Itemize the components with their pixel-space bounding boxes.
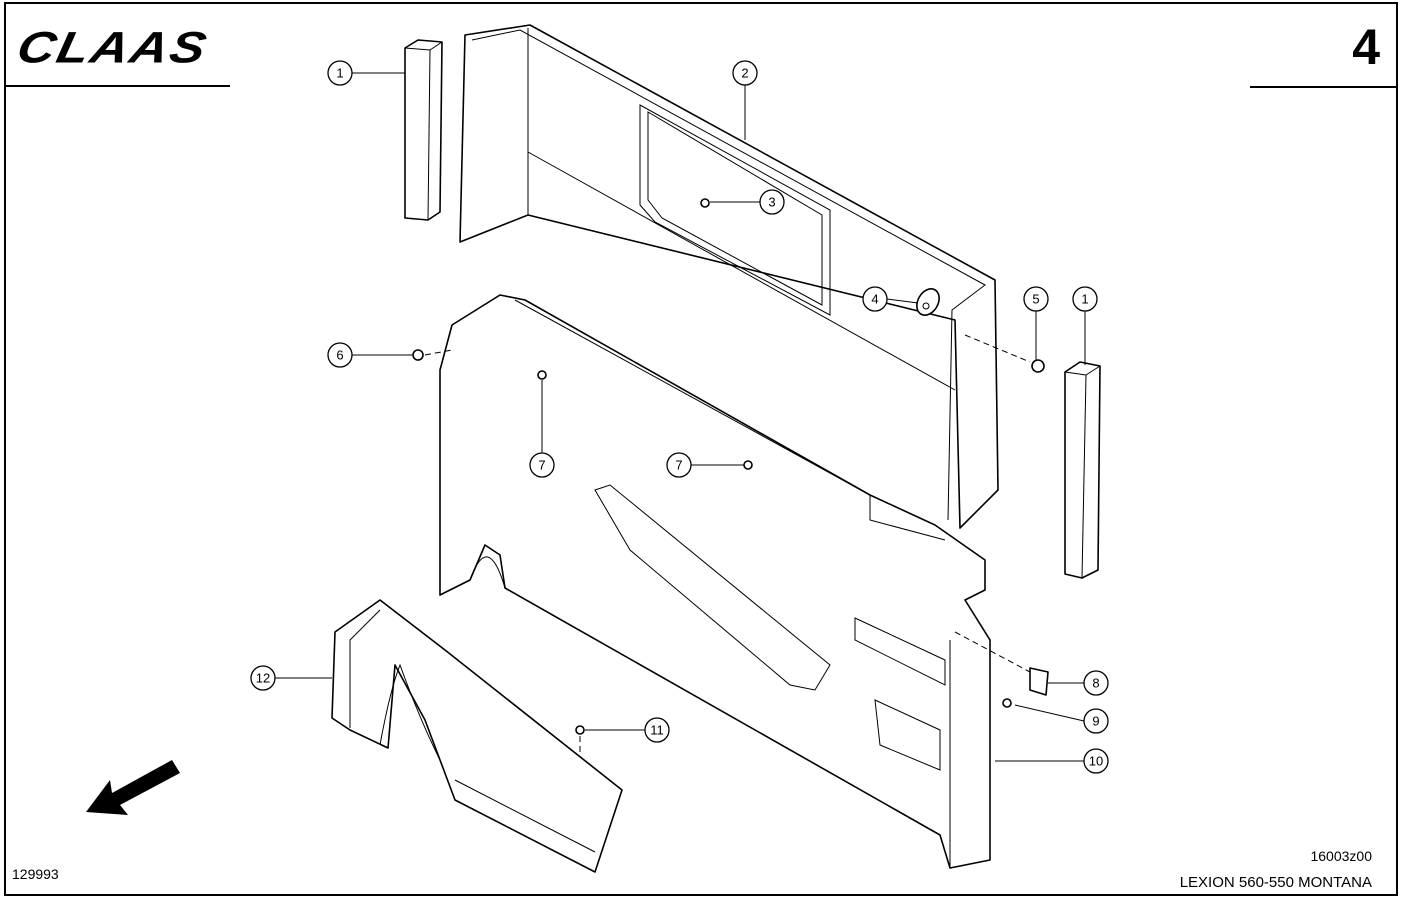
svg-text:5: 5 <box>1032 292 1039 307</box>
callout-1-right: 1 <box>1072 286 1098 312</box>
part-9-screw <box>1002 698 1012 708</box>
svg-text:8: 8 <box>1092 676 1099 691</box>
part-1-foam-block-left <box>404 39 443 221</box>
svg-text:6: 6 <box>336 348 343 363</box>
svg-text:11: 11 <box>650 723 664 738</box>
callout-3: 3 <box>759 189 785 215</box>
callout-4: 4 <box>862 286 888 312</box>
drawing-frame <box>4 2 1398 896</box>
part-3-screw <box>700 198 710 208</box>
callout-1-left: 1 <box>327 60 353 86</box>
model-name: LEXION 560-550 MONTANA <box>1179 874 1372 891</box>
svg-text:2: 2 <box>741 66 748 81</box>
svg-text:1: 1 <box>336 66 343 81</box>
callout-2: 2 <box>732 60 758 86</box>
callout-5: 5 <box>1023 286 1049 312</box>
svg-text:12: 12 <box>256 671 270 686</box>
header-rule-left <box>6 85 230 87</box>
callout-8: 8 <box>1083 670 1109 696</box>
part-4-clip <box>916 288 940 316</box>
callout-11: 11 <box>644 717 670 743</box>
svg-text:9: 9 <box>1092 714 1099 729</box>
part-7-screw <box>743 460 753 470</box>
callout-7-right: 7 <box>666 452 692 478</box>
callout-9: 9 <box>1083 708 1109 734</box>
reference-number: 129993 <box>12 866 59 882</box>
callout-7-left: 7 <box>529 452 555 478</box>
drawing-code: 16003z00 <box>1310 848 1372 864</box>
callout-12: 12 <box>250 665 276 691</box>
svg-text:4: 4 <box>871 292 878 307</box>
svg-text:7: 7 <box>675 458 682 473</box>
page-number: 4 <box>1352 19 1380 75</box>
part-8-clip <box>954 631 1049 696</box>
svg-text:1: 1 <box>1081 292 1088 307</box>
part-7-screw <box>537 370 547 380</box>
svg-text:3: 3 <box>768 195 775 210</box>
svg-text:7: 7 <box>538 458 545 473</box>
direction-arrow-icon <box>86 760 180 815</box>
part-6-screw <box>412 349 453 361</box>
part-12-side-cover <box>331 599 623 873</box>
part-10-lower-rear-panel <box>439 294 991 869</box>
callout-6: 6 <box>327 342 353 368</box>
part-1-foam-block-right <box>1064 361 1101 579</box>
part-5-screw <box>964 334 1045 373</box>
callout-10: 10 <box>1083 748 1109 774</box>
leader-lines <box>275 72 1086 762</box>
part-2-upper-rear-panel <box>459 24 999 529</box>
svg-text:10: 10 <box>1089 754 1103 769</box>
header-rule-right <box>1250 86 1398 88</box>
